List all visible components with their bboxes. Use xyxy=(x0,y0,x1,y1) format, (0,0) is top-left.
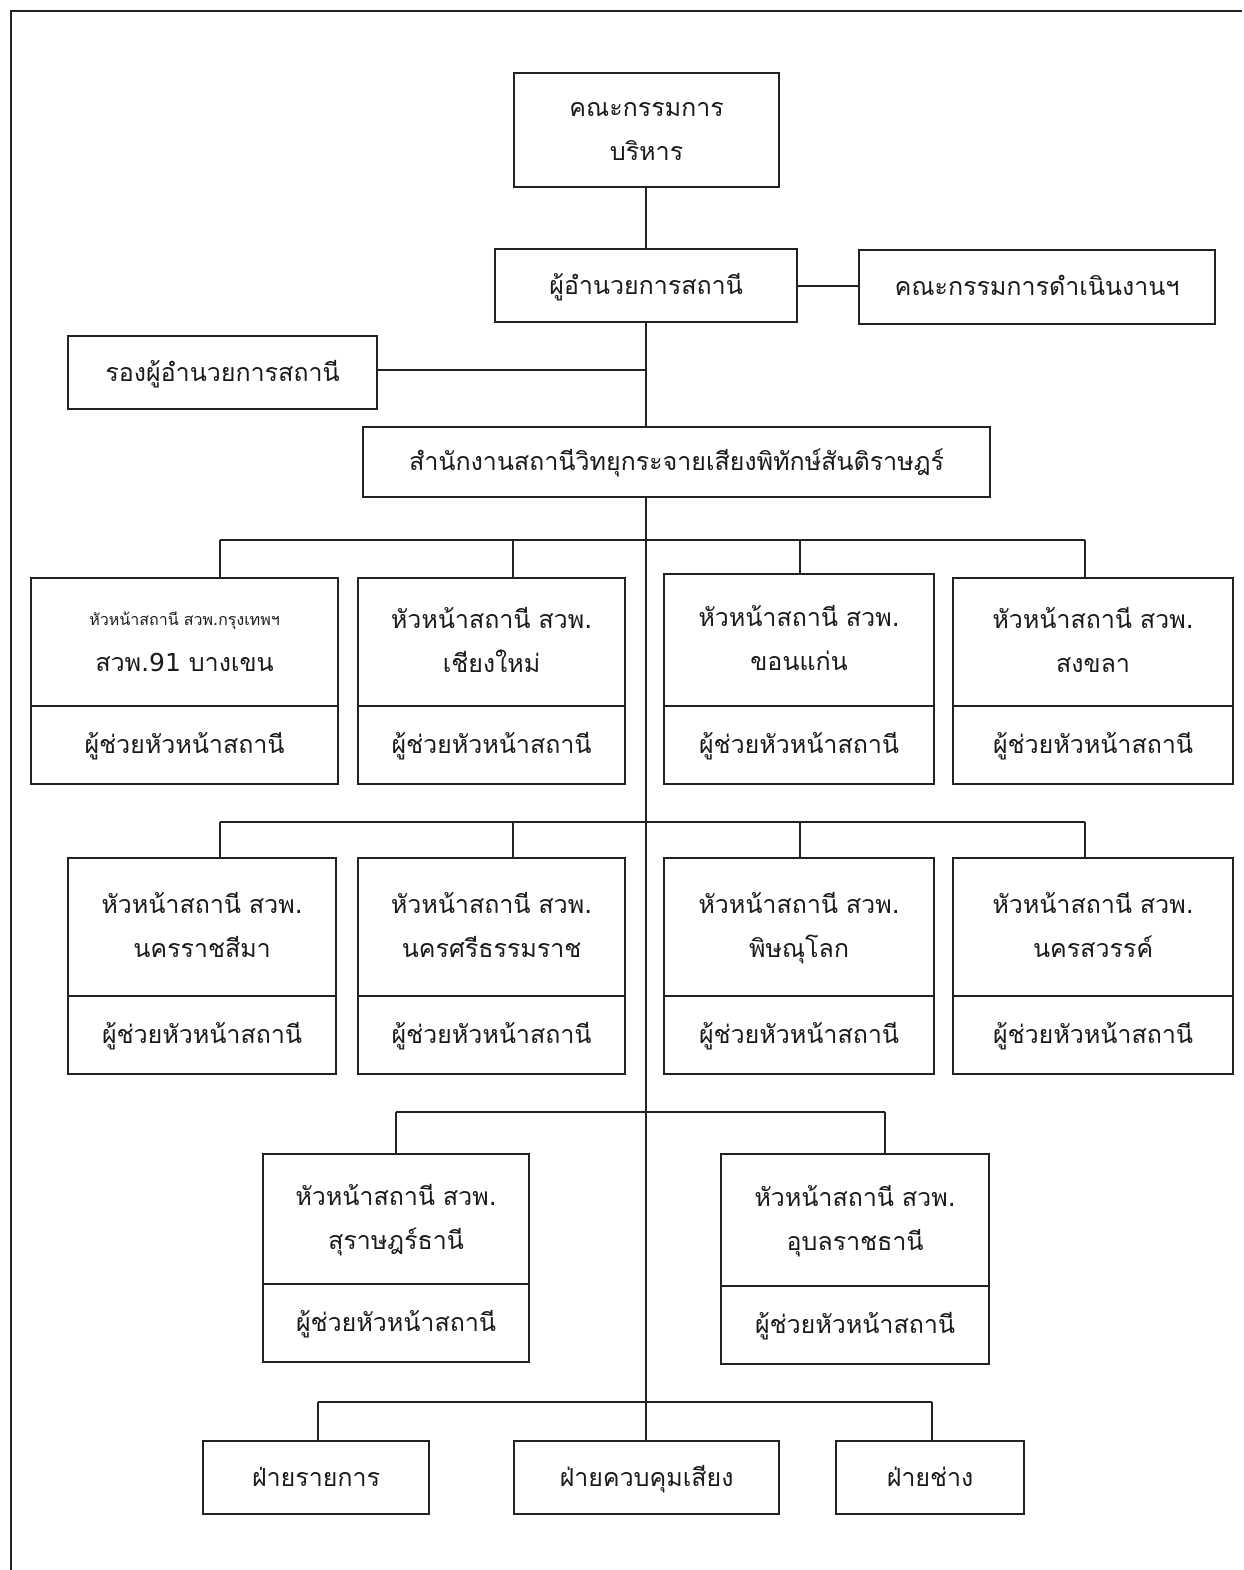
station-head-title: หัวหน้าสถานี สวพ. xyxy=(698,890,900,920)
station-head-title: หัวหน้าสถานี สวพ. xyxy=(390,890,593,920)
station-head-title: หัวหน้าสถานี สวพ. xyxy=(101,890,303,920)
assistant-head: ผู้ช่วยหัวหน้าสถานี xyxy=(32,705,337,783)
station-head-title: หัวหน้าสถานี สวพ. xyxy=(992,890,1194,920)
board-line1: คณะกรรมการ xyxy=(569,93,724,123)
station-head-title: หัวหน้าสถานี สวพ. xyxy=(390,605,593,635)
sound-control-department-box: ฝ่ายควบคุมเสียง xyxy=(513,1440,780,1515)
assistant-head: ผู้ช่วยหัวหน้าสถานี xyxy=(665,995,933,1073)
station-name: ขอนแก่น xyxy=(750,647,848,676)
board-line2: บริหาร xyxy=(609,137,684,166)
station-name: สวพ.91 บางเขน xyxy=(95,647,274,677)
station-head-title: หัวหน้าสถานี สวพ.กรุงเทพฯ xyxy=(89,610,280,630)
station-name: สุราษฎร์ธานี xyxy=(328,1226,464,1255)
station-name: อุบลราชธานี xyxy=(786,1227,924,1256)
executive-board-box: คณะกรรมการ บริหาร xyxy=(513,72,780,188)
director-box: ผู้อำนวยการสถานี xyxy=(494,248,798,323)
station-nakhonsawan-box: หัวหน้าสถานี สวพ. นครสวรรค์ ผู้ช่วยหัวหน… xyxy=(952,857,1234,1075)
station-nakhonsithammarat-box: หัวหน้าสถานี สวพ. นครศรีธรรมราช ผู้ช่วยห… xyxy=(357,857,626,1075)
station-khonkaen-box: หัวหน้าสถานี สวพ. ขอนแก่น ผู้ช่วยหัวหน้า… xyxy=(663,573,935,785)
assistant-head: ผู้ช่วยหัวหน้าสถานี xyxy=(359,995,624,1073)
assistant-head: ผู้ช่วยหัวหน้าสถานี xyxy=(359,705,624,783)
page-border xyxy=(10,10,1242,1570)
engineering-department-box: ฝ่ายช่าง xyxy=(835,1440,1025,1515)
station-suratthani-box: หัวหน้าสถานี สวพ. สุราษฎร์ธานี ผู้ช่วยหั… xyxy=(262,1153,530,1363)
assistant-head: ผู้ช่วยหัวหน้าสถานี xyxy=(954,705,1232,783)
station-phitsanulok-box: หัวหน้าสถานี สวพ. พิษณุโลก ผู้ช่วยหัวหน้… xyxy=(663,857,935,1075)
station-name: นครราชสีมา xyxy=(133,934,271,963)
station-ubonratchathani-box: หัวหน้าสถานี สวพ. อุบลราชธานี ผู้ช่วยหัว… xyxy=(720,1153,990,1365)
assistant-head: ผู้ช่วยหัวหน้าสถานี xyxy=(264,1283,528,1361)
station-name: สงขลา xyxy=(1056,649,1130,678)
station-nakhonratchasima-box: หัวหน้าสถานี สวพ. นครราชสีมา ผู้ช่วยหัวห… xyxy=(67,857,337,1075)
station-songkhla-box: หัวหน้าสถานี สวพ. สงขลา ผู้ช่วยหัวหน้าสถ… xyxy=(952,577,1234,785)
station-head-title: หัวหน้าสถานี สวพ. xyxy=(698,603,900,633)
station-name: นครศรีธรรมราช xyxy=(401,934,582,963)
assistant-head: ผู้ช่วยหัวหน้าสถานี xyxy=(954,995,1232,1073)
assistant-head: ผู้ช่วยหัวหน้าสถานี xyxy=(665,705,933,783)
station-chiangmai-box: หัวหน้าสถานี สวพ. เชียงใหม่ ผู้ช่วยหัวหน… xyxy=(357,577,626,785)
station-name: นครสวรรค์ xyxy=(1032,934,1154,963)
programming-department-box: ฝ่ายรายการ xyxy=(202,1440,430,1515)
station-head-title: หัวหน้าสถานี สวพ. xyxy=(754,1183,956,1213)
operating-committee-box: คณะกรรมการดำเนินงานฯ xyxy=(858,249,1216,325)
deputy-director-box: รองผู้อำนวยการสถานี xyxy=(67,335,378,410)
station-name: พิษณุโลก xyxy=(748,934,850,963)
assistant-head: ผู้ช่วยหัวหน้าสถานี xyxy=(722,1285,988,1363)
assistant-head: ผู้ช่วยหัวหน้าสถานี xyxy=(69,995,335,1073)
station-head-title: หัวหน้าสถานี สวพ. xyxy=(295,1182,497,1212)
station-head-title: หัวหน้าสถานี สวพ. xyxy=(992,605,1194,635)
station-bangkok-box: หัวหน้าสถานี สวพ.กรุงเทพฯ สวพ.91 บางเขน … xyxy=(30,577,339,785)
station-office-box: สำนักงานสถานีวิทยุกระจายเสียงพิทักษ์สันต… xyxy=(362,426,991,498)
station-name: เชียงใหม่ xyxy=(442,649,541,678)
